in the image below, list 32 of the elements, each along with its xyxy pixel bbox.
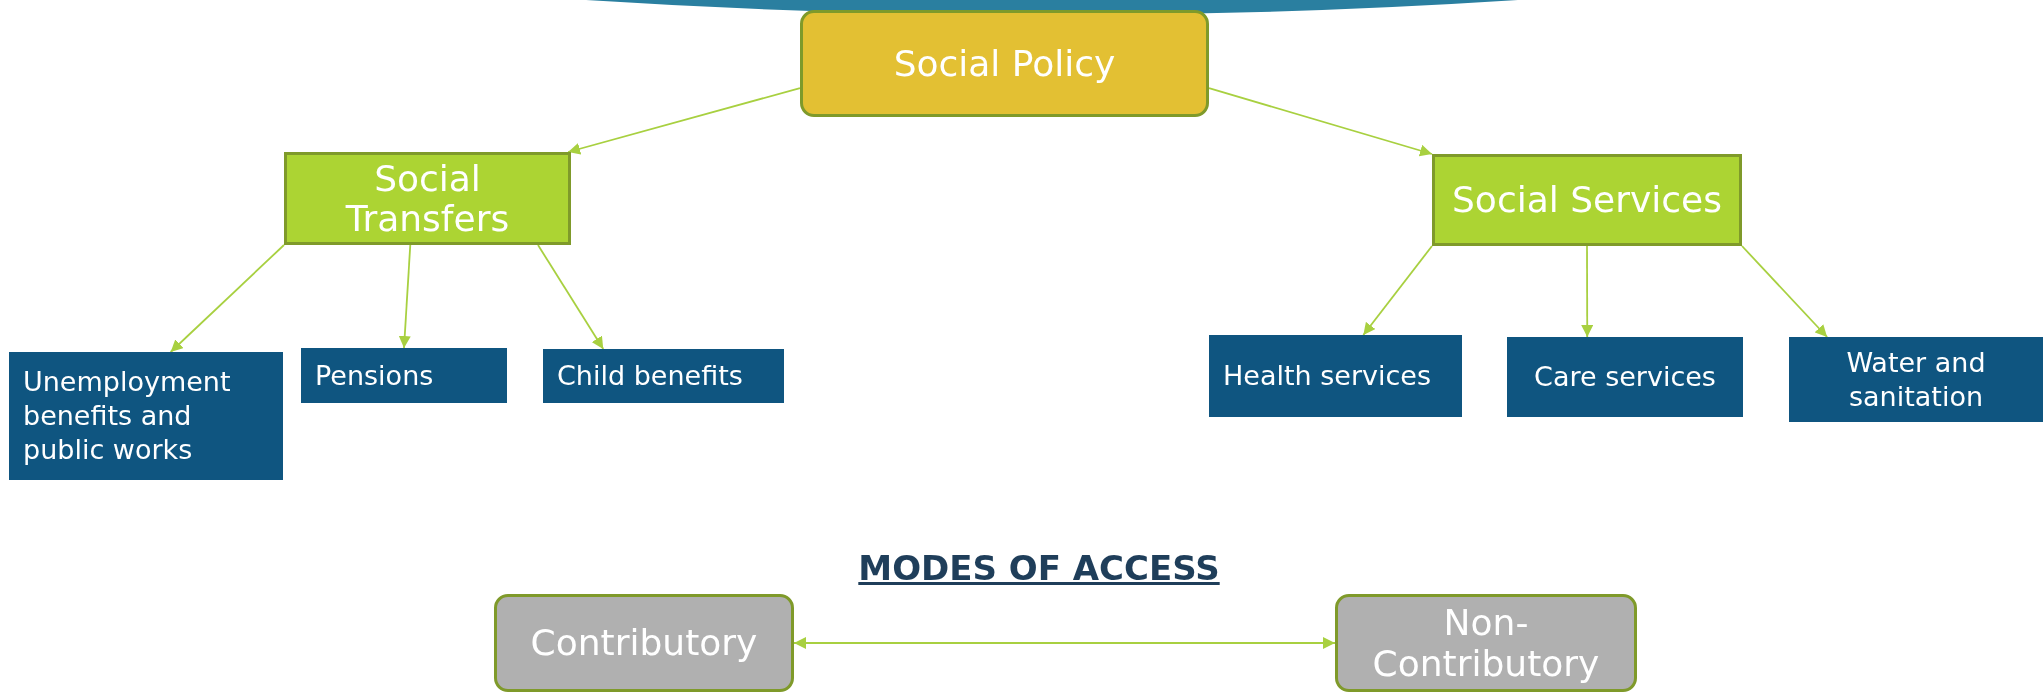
box-label: Pensions [315, 358, 434, 393]
arrow [169, 244, 285, 353]
box-label: Care services [1534, 360, 1716, 394]
item-box [301, 348, 507, 403]
item-box [9, 352, 283, 480]
item-box [543, 349, 784, 403]
category-box [284, 152, 571, 245]
box-label: Social Transfers [344, 158, 511, 239]
box-label: Social Policy [893, 43, 1116, 84]
arrow [567, 87, 801, 155]
item-box [1789, 337, 2043, 422]
box-label: Contributory [530, 622, 758, 664]
arrow [793, 637, 1336, 649]
arrow [398, 244, 412, 349]
arrow [537, 244, 605, 350]
category-box [1432, 154, 1742, 246]
item-box [1209, 335, 1462, 417]
box-label: Water and sanitation [1845, 345, 1987, 414]
mode-box [494, 594, 794, 692]
box-label: Social Services [1452, 180, 1722, 220]
arrow [1208, 87, 1433, 157]
section-heading: MODES OF ACCESS [858, 548, 1220, 588]
box-label: Health services [1223, 359, 1432, 393]
arrow [1581, 245, 1594, 338]
mode-box [1335, 594, 1637, 692]
root-box [800, 10, 1209, 117]
item-box [1507, 337, 1743, 417]
box-label: Unemployment benefits and public works [23, 365, 232, 467]
box-label: Child benefits [557, 359, 743, 393]
box-label: Non-Contributory [1371, 601, 1601, 685]
arrow [1362, 245, 1433, 336]
arrow [1741, 245, 1828, 338]
